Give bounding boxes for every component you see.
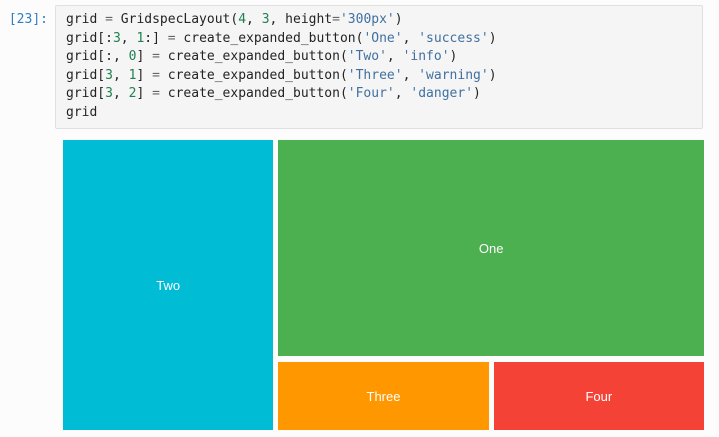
code-token: 'warning' <box>418 67 489 83</box>
code-token: , height <box>269 12 333 27</box>
code-token: ] <box>136 49 153 64</box>
code-token: 'danger' <box>410 86 474 101</box>
code-token: = <box>167 30 176 46</box>
code-token: 1 <box>128 67 137 83</box>
code-token: 'One' <box>363 30 403 46</box>
code-token: , <box>386 49 403 64</box>
code-token: , <box>246 12 262 27</box>
code-token: 3 <box>261 12 270 27</box>
code-token: 0 <box>128 49 137 64</box>
code-line: grid = GridspecLayout(4, 3, height='300p… <box>66 11 702 30</box>
code-token: 3 <box>105 67 113 83</box>
code-line: grid[3, 1] = create_expanded_button('Thr… <box>66 67 702 86</box>
code-token: ] <box>136 67 153 83</box>
code-token: = <box>152 86 160 101</box>
code-token: ) <box>394 12 403 27</box>
code-token: 'Four' <box>347 86 395 101</box>
code-token: create_expanded_button( <box>159 49 348 64</box>
code-token: 1 <box>136 30 145 46</box>
code-token: = <box>105 12 113 27</box>
code-token: grid[ <box>66 67 106 83</box>
code-line: grid[:, 0] = create_expanded_button('Two… <box>66 48 702 67</box>
input-prompt: [23]: <box>8 12 48 27</box>
code-token: 4 <box>238 12 247 27</box>
code-token: = <box>152 67 160 83</box>
code-token: create_expanded_button( <box>159 67 348 83</box>
code-token: 'Three' <box>347 67 403 83</box>
code-token: = <box>152 49 160 64</box>
code-token: ) <box>473 86 481 101</box>
code-token: 'success' <box>418 30 489 46</box>
widget-button-one[interactable]: One <box>278 140 704 356</box>
widget-button-three[interactable]: Three <box>278 362 489 430</box>
code-token: create_expanded_button( <box>159 86 348 101</box>
code-token: , <box>394 86 411 101</box>
code-token: grid <box>66 104 98 120</box>
code-line: grid[3, 2] = create_expanded_button('Fou… <box>66 85 702 104</box>
code-token: grid[: <box>66 30 113 46</box>
code-token: grid[ <box>66 86 106 101</box>
code-token: ) <box>488 30 497 46</box>
code-token: 'Two' <box>347 49 387 64</box>
code-line: grid[:3, 1:] = create_expanded_button('O… <box>66 30 702 49</box>
code-token: , <box>402 67 419 83</box>
code-token: ] <box>136 86 153 101</box>
code-token: 3 <box>112 30 121 46</box>
code-token: , <box>402 30 419 46</box>
code-token: create_expanded_button( <box>175 30 364 46</box>
code-token: 3 <box>105 86 113 101</box>
code-token: 2 <box>128 86 137 101</box>
widget-button-four[interactable]: Four <box>493 362 704 430</box>
code-line: grid <box>66 104 702 123</box>
code-token: '300px' <box>339 12 395 27</box>
code-editor[interactable]: grid = GridspecLayout(4, 3, height='300p… <box>66 11 702 122</box>
code-token: ) <box>449 49 458 64</box>
code-token: 'info' <box>402 49 450 64</box>
code-cell: [23]: grid = GridspecLayout(4, 3, height… <box>0 0 719 129</box>
code-token: grid <box>66 12 106 27</box>
code-token: , <box>120 30 137 46</box>
code-token: ) <box>488 67 497 83</box>
code-token: grid[:, <box>66 49 129 64</box>
widget-button-two[interactable]: Two <box>63 140 274 430</box>
code-token: :] <box>144 30 168 46</box>
code-token: , <box>112 86 129 101</box>
code-token: GridspecLayout( <box>112 12 239 27</box>
code-token: = <box>332 12 340 27</box>
code-input-area[interactable]: grid = GridspecLayout(4, 3, height='300p… <box>55 5 703 129</box>
code-token: , <box>112 67 129 83</box>
